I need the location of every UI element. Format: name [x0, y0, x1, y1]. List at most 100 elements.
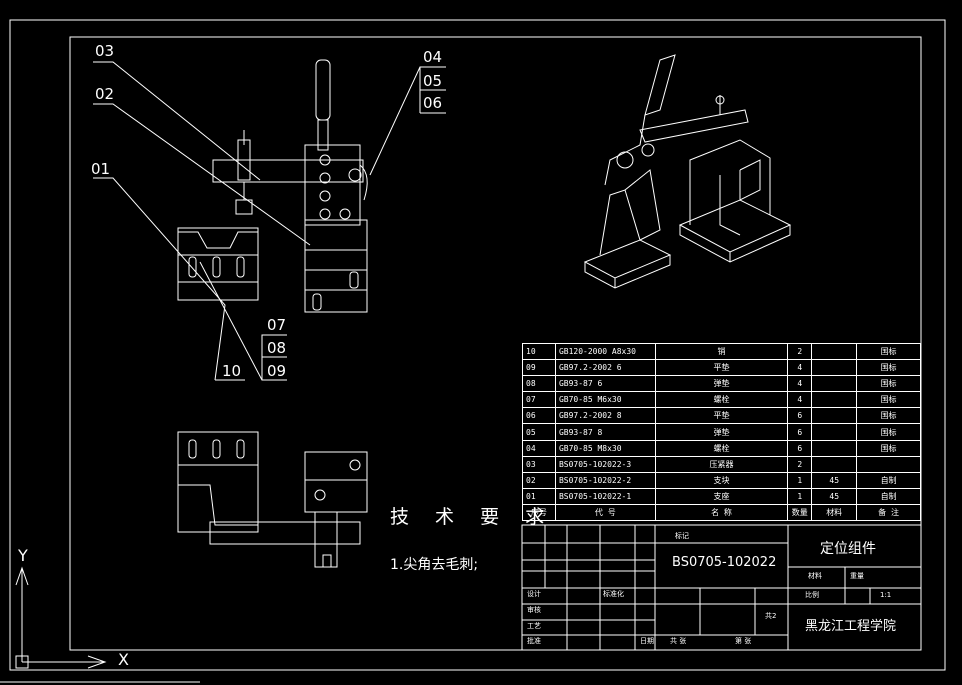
bom-cell-code: GB70-85 M6x30: [554, 391, 656, 409]
material-label: 材料: [808, 572, 822, 580]
ucs-icon: [15, 566, 107, 669]
bom-cell-note: [856, 455, 921, 473]
bom-cell-mat: [811, 375, 858, 393]
outer-frame: [9, 19, 946, 671]
bom-cell-name: 弹垫: [654, 423, 789, 441]
balloon-08: 08: [267, 339, 287, 357]
bom-cell-no: 08: [522, 375, 556, 393]
bom-cell-mat: [811, 391, 858, 409]
bom-header-row: 序号代 号名 称数量材料备 注: [522, 503, 921, 522]
bom-header-code: 代 号: [554, 503, 656, 522]
bom-cell-no: 01: [522, 487, 556, 505]
bom-cell-code: BS0705-102022-3: [554, 455, 656, 473]
balloon-06: 06: [423, 94, 443, 112]
bom-cell-qty: 4: [787, 359, 813, 377]
bom-cell-note: 国标: [856, 439, 921, 457]
bom-cell-no: 09: [522, 359, 556, 377]
bom-cell-mat: [811, 407, 858, 425]
tag-label: 标记: [675, 532, 689, 540]
design-label: 设计: [527, 590, 541, 598]
y-axis-label: Y: [18, 546, 28, 565]
bom-cell-no: 04: [522, 439, 556, 457]
front-view: [177, 59, 368, 313]
bom-cell-mat: [811, 359, 858, 377]
bom-cell-mat: [811, 439, 858, 457]
bom-cell-name: 螺栓: [654, 439, 789, 457]
bom-cell-mat: 45: [811, 471, 858, 489]
bom-cell-mat: [811, 423, 858, 441]
bom-cell-no: 07: [522, 391, 556, 409]
bom-cell-code: GB97.2-2002 8: [554, 407, 656, 425]
bom-cell-name: 压紧器: [654, 455, 789, 473]
bom-cell-name: 支块: [654, 471, 789, 489]
bom-header-note: 备 注: [856, 503, 921, 522]
bom-cell-note: 国标: [856, 342, 921, 361]
balloon-07: 07: [267, 316, 287, 334]
bom-cell-no: 10: [522, 342, 556, 361]
leader-lines: [93, 61, 446, 381]
bom-cell-qty: 2: [787, 455, 813, 473]
std-label: 标准化: [603, 590, 624, 598]
bom-cell-note: 国标: [856, 407, 921, 425]
bom-header-name: 名 称: [654, 503, 789, 522]
bom-cell-no: 02: [522, 471, 556, 489]
bom-cell-no: 05: [522, 423, 556, 441]
bom-cell-code: BS0705-102022-1: [554, 487, 656, 505]
date-label: 日期: [640, 637, 654, 645]
inner-frame: [69, 36, 922, 651]
bom-cell-qty: 6: [787, 423, 813, 441]
bom-cell-qty: 6: [787, 439, 813, 457]
bom-cell-note: 国标: [856, 359, 921, 377]
bom-cell-code: GB97.2-2002 6: [554, 359, 656, 377]
bom-cell-name: 平垫: [654, 407, 789, 425]
balloon-01: 01: [91, 160, 111, 178]
sheet-count: 共2: [765, 612, 777, 620]
tech-requirement-1: 1.尖角去毛刺;: [390, 557, 479, 573]
bom-cell-qty: 4: [787, 391, 813, 409]
weight-label: 重量: [850, 572, 864, 580]
bom-cell-no: 03: [522, 455, 556, 473]
bom-cell-qty: 1: [787, 487, 813, 505]
isometric-view: [583, 54, 792, 289]
bom-cell-name: 销: [654, 342, 789, 361]
bom-cell-name: 支座: [654, 487, 789, 505]
x-axis-label: X: [118, 650, 129, 669]
balloon-03: 03: [95, 42, 115, 60]
bom-cell-code: GB93-87 6: [554, 375, 656, 393]
bom-cell-note: 自制: [856, 471, 921, 489]
bom-cell-qty: 1: [787, 471, 813, 489]
title-block-lines: [521, 524, 922, 651]
approve-label: 批准: [527, 637, 541, 645]
bom-cell-note: 自制: [856, 487, 921, 505]
top-view: [177, 431, 368, 568]
bom-cell-mat: [811, 455, 858, 473]
bom-cell-mat: [811, 342, 858, 361]
balloon-04: 04: [423, 48, 443, 66]
bom-cell-qty: 4: [787, 375, 813, 393]
drawing-number: BS0705-102022: [672, 555, 777, 570]
bom-cell-mat: 45: [811, 487, 858, 505]
check-label: 审核: [527, 606, 541, 614]
bom-cell-name: 螺栓: [654, 391, 789, 409]
scale-value: 1:1: [880, 591, 892, 599]
bom-cell-qty: 2: [787, 342, 813, 361]
process-label: 工艺: [527, 622, 541, 630]
bom-header-mat: 材料: [811, 503, 858, 522]
bom-cell-code: GB93-87 8: [554, 423, 656, 441]
scale-label: 比例: [805, 591, 819, 599]
balloon-09: 09: [267, 362, 287, 380]
sheet-label: 共 张: [670, 637, 687, 645]
tech-requirements-title: 技 术 要 求: [390, 506, 555, 528]
